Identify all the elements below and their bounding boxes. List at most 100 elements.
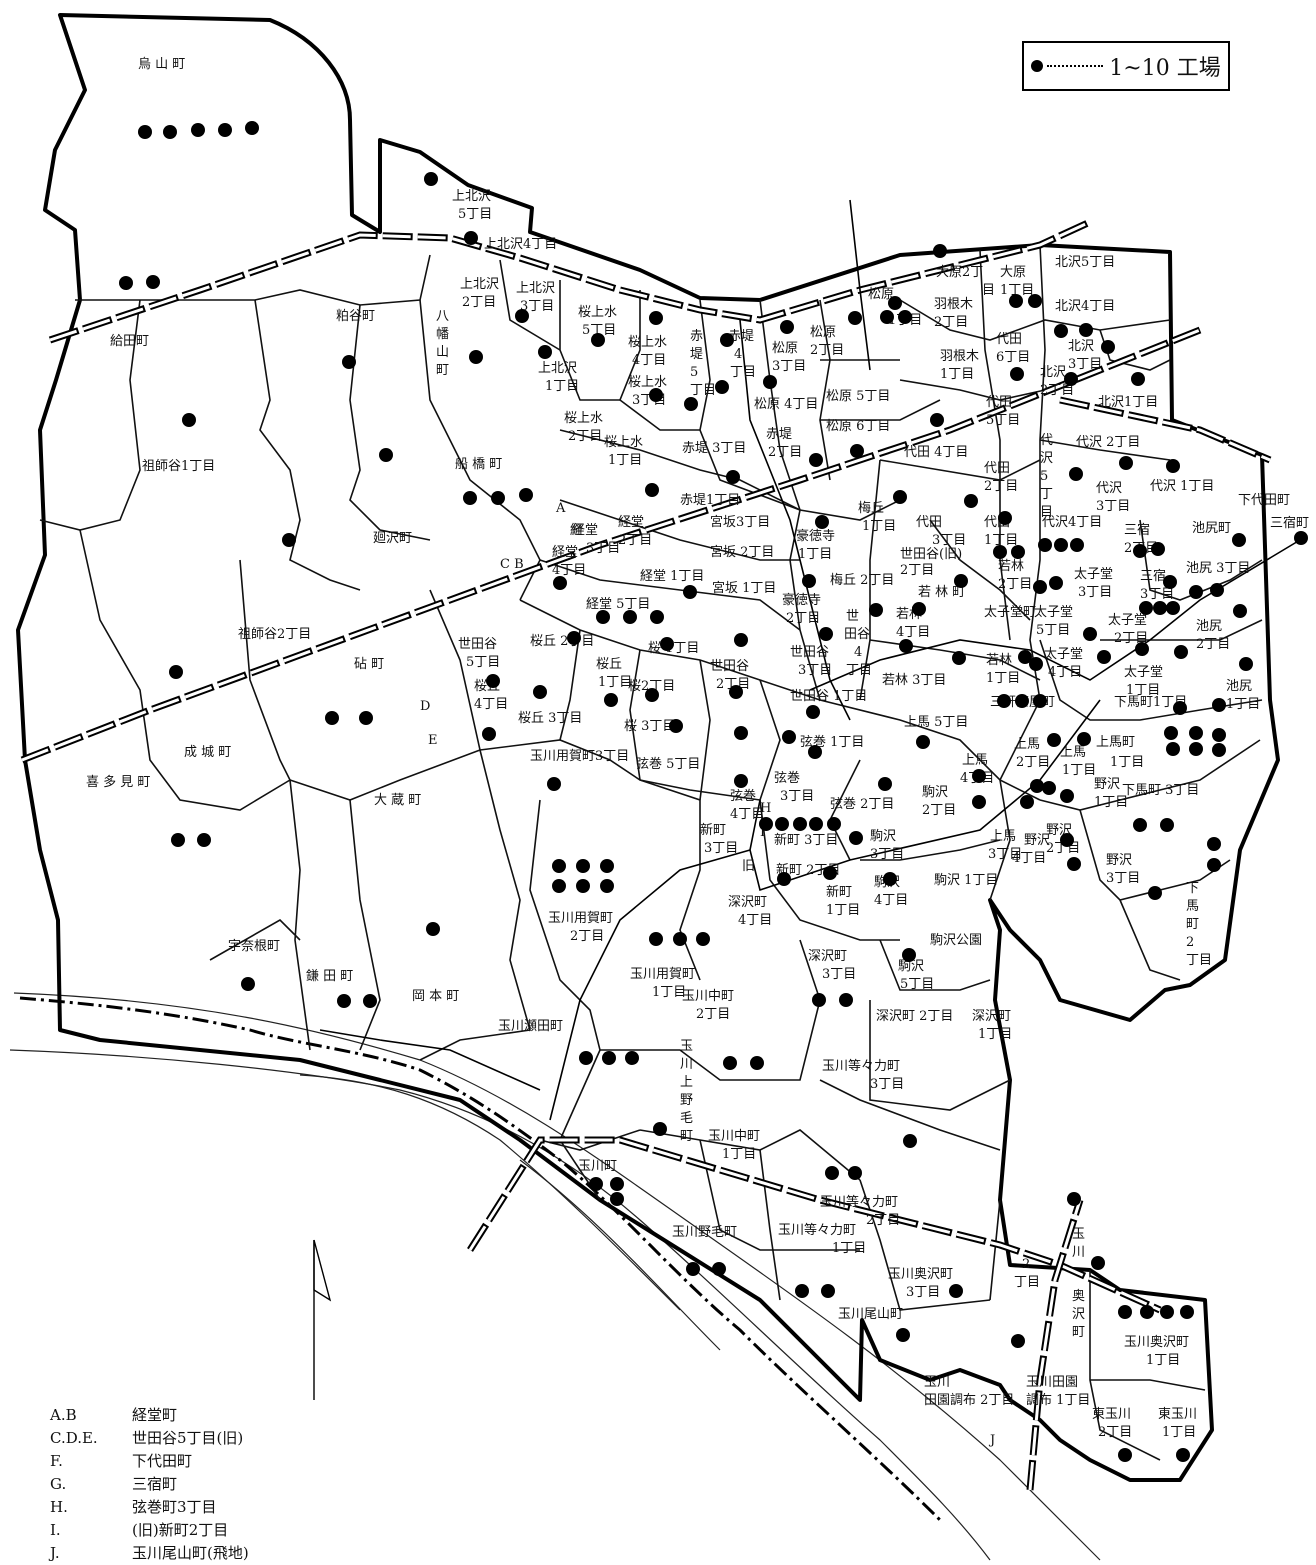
svg-text:岡 本 町: 岡 本 町 bbox=[412, 989, 459, 1004]
factory-dot bbox=[933, 244, 947, 258]
svg-text:2丁目: 2丁目 bbox=[618, 533, 652, 548]
svg-text:3丁目: 3丁目 bbox=[520, 299, 554, 314]
svg-text:若林: 若林 bbox=[986, 652, 1012, 668]
svg-text:丁目: 丁目 bbox=[730, 365, 756, 380]
svg-text:経堂: 経堂 bbox=[618, 515, 644, 530]
svg-text:2丁目: 2丁目 bbox=[768, 445, 802, 460]
svg-text:調布 1丁目: 調布 1丁目 bbox=[1026, 1393, 1090, 1408]
factory-dot bbox=[182, 413, 196, 427]
svg-text:代: 代 bbox=[1040, 433, 1053, 448]
svg-text:3丁目: 3丁目 bbox=[1078, 585, 1112, 600]
factory-dot bbox=[567, 631, 581, 645]
svg-text:梅丘 2丁目: 梅丘 2丁目 bbox=[830, 573, 894, 588]
factory-dot bbox=[795, 1284, 809, 1298]
factory-dot bbox=[1212, 743, 1226, 757]
north-arrow bbox=[313, 1239, 332, 1400]
svg-text:粕谷町: 粕谷町 bbox=[336, 309, 375, 324]
key-row: F. 下代田町 bbox=[50, 1450, 249, 1473]
svg-text:奥: 奥 bbox=[1072, 1289, 1085, 1304]
svg-text:J: J bbox=[988, 1433, 995, 1448]
svg-text:1丁目: 1丁目 bbox=[832, 1241, 866, 1256]
svg-text:太子堂町: 太子堂町 bbox=[984, 605, 1036, 620]
factory-dot bbox=[777, 872, 791, 886]
factory-dot bbox=[519, 488, 533, 502]
svg-text:1丁目: 1丁目 bbox=[1126, 683, 1160, 698]
svg-text:太子堂: 太子堂 bbox=[1074, 567, 1113, 582]
svg-text:松原: 松原 bbox=[772, 341, 798, 356]
ward-outline bbox=[16, 13, 1280, 1482]
factory-dot bbox=[878, 777, 892, 791]
svg-text:3丁目: 3丁目 bbox=[870, 1077, 904, 1092]
factory-dot bbox=[1160, 1305, 1174, 1319]
factory-dot bbox=[1054, 538, 1068, 552]
factory-dot bbox=[1239, 657, 1253, 671]
svg-text:1丁目: 1丁目 bbox=[722, 1147, 756, 1162]
svg-text:毛: 毛 bbox=[680, 1111, 693, 1126]
svg-text:廻沢町: 廻沢町 bbox=[373, 531, 412, 546]
factory-dot bbox=[1135, 642, 1149, 656]
legend: 1~10 工場 bbox=[1022, 41, 1230, 91]
svg-text:松原: 松原 bbox=[810, 325, 836, 340]
svg-text:喜 多 見 町: 喜 多 見 町 bbox=[86, 774, 150, 790]
factory-dot bbox=[1015, 694, 1029, 708]
svg-text:丁: 丁 bbox=[1040, 487, 1053, 502]
factory-dot bbox=[712, 1262, 726, 1276]
factory-dots bbox=[119, 121, 1308, 1462]
factory-dot bbox=[793, 817, 807, 831]
factory-dot bbox=[623, 610, 637, 624]
svg-text:2: 2 bbox=[1022, 1257, 1030, 1272]
svg-text:旧: 旧 bbox=[742, 859, 755, 874]
svg-text:町: 町 bbox=[436, 363, 449, 378]
svg-text:松原: 松原 bbox=[868, 287, 894, 302]
factory-dot bbox=[197, 833, 211, 847]
svg-text:池尻 3丁目: 池尻 3丁目 bbox=[1186, 561, 1250, 576]
svg-text:代田: 代田 bbox=[996, 332, 1022, 347]
svg-text:上北沢: 上北沢 bbox=[538, 361, 577, 376]
svg-text:桜上水: 桜上水 bbox=[628, 335, 667, 350]
factory-dot bbox=[547, 777, 561, 791]
factory-dot bbox=[819, 627, 833, 641]
factory-dot bbox=[241, 977, 255, 991]
factory-dot bbox=[363, 994, 377, 1008]
svg-text:経堂: 経堂 bbox=[572, 523, 598, 538]
svg-text:C B: C B bbox=[500, 557, 524, 572]
factory-dot bbox=[1067, 857, 1081, 871]
svg-text:玉川等々力町: 玉川等々力町 bbox=[778, 1222, 856, 1238]
svg-text:太子堂: 太子堂 bbox=[1044, 647, 1083, 662]
svg-text:玉川尾山町: 玉川尾山町 bbox=[838, 1307, 903, 1322]
factory-dot bbox=[1091, 1256, 1105, 1270]
factory-dot bbox=[171, 833, 185, 847]
factory-dot bbox=[1069, 467, 1083, 481]
factory-dot bbox=[723, 1056, 737, 1070]
factory-dot bbox=[650, 610, 664, 624]
factory-dot bbox=[806, 705, 820, 719]
prefecture-border bbox=[19, 996, 942, 1522]
svg-text:1丁目: 1丁目 bbox=[1110, 755, 1144, 770]
svg-text:深沢町 2丁目: 深沢町 2丁目 bbox=[876, 1009, 953, 1024]
svg-text:代田: 代田 bbox=[984, 461, 1010, 476]
svg-text:桜上水: 桜上水 bbox=[578, 305, 617, 320]
factory-dot bbox=[1166, 459, 1180, 473]
svg-text:4丁目: 4丁目 bbox=[896, 625, 930, 640]
district-labels: 烏 山 町 給田町 粕谷町 祖師谷1丁目 祖師谷2丁目 船 橋 町 廻沢町 八 … bbox=[86, 56, 1309, 1448]
key-code: I. bbox=[50, 1521, 61, 1539]
factory-dot bbox=[780, 320, 794, 334]
factory-dot bbox=[729, 685, 743, 699]
svg-text:三宿: 三宿 bbox=[1140, 568, 1166, 584]
factory-dot bbox=[899, 639, 913, 653]
svg-text:大 蔵 町: 大 蔵 町 bbox=[374, 793, 421, 808]
svg-text:東玉川: 東玉川 bbox=[1158, 1406, 1197, 1422]
svg-text:宮坂3丁目: 宮坂3丁目 bbox=[710, 514, 770, 530]
factory-dot bbox=[954, 574, 968, 588]
factory-dot bbox=[610, 1192, 624, 1206]
factory-dot bbox=[825, 1166, 839, 1180]
factory-dot bbox=[1038, 538, 1052, 552]
factory-dot bbox=[1207, 837, 1221, 851]
factory-dot bbox=[1029, 657, 1043, 671]
factory-dot bbox=[600, 879, 614, 893]
factory-dot bbox=[812, 993, 826, 1007]
factory-dot bbox=[649, 311, 663, 325]
svg-text:三宿: 三宿 bbox=[1124, 522, 1150, 538]
svg-text:田谷: 田谷 bbox=[844, 627, 870, 642]
factory-dot bbox=[952, 651, 966, 665]
